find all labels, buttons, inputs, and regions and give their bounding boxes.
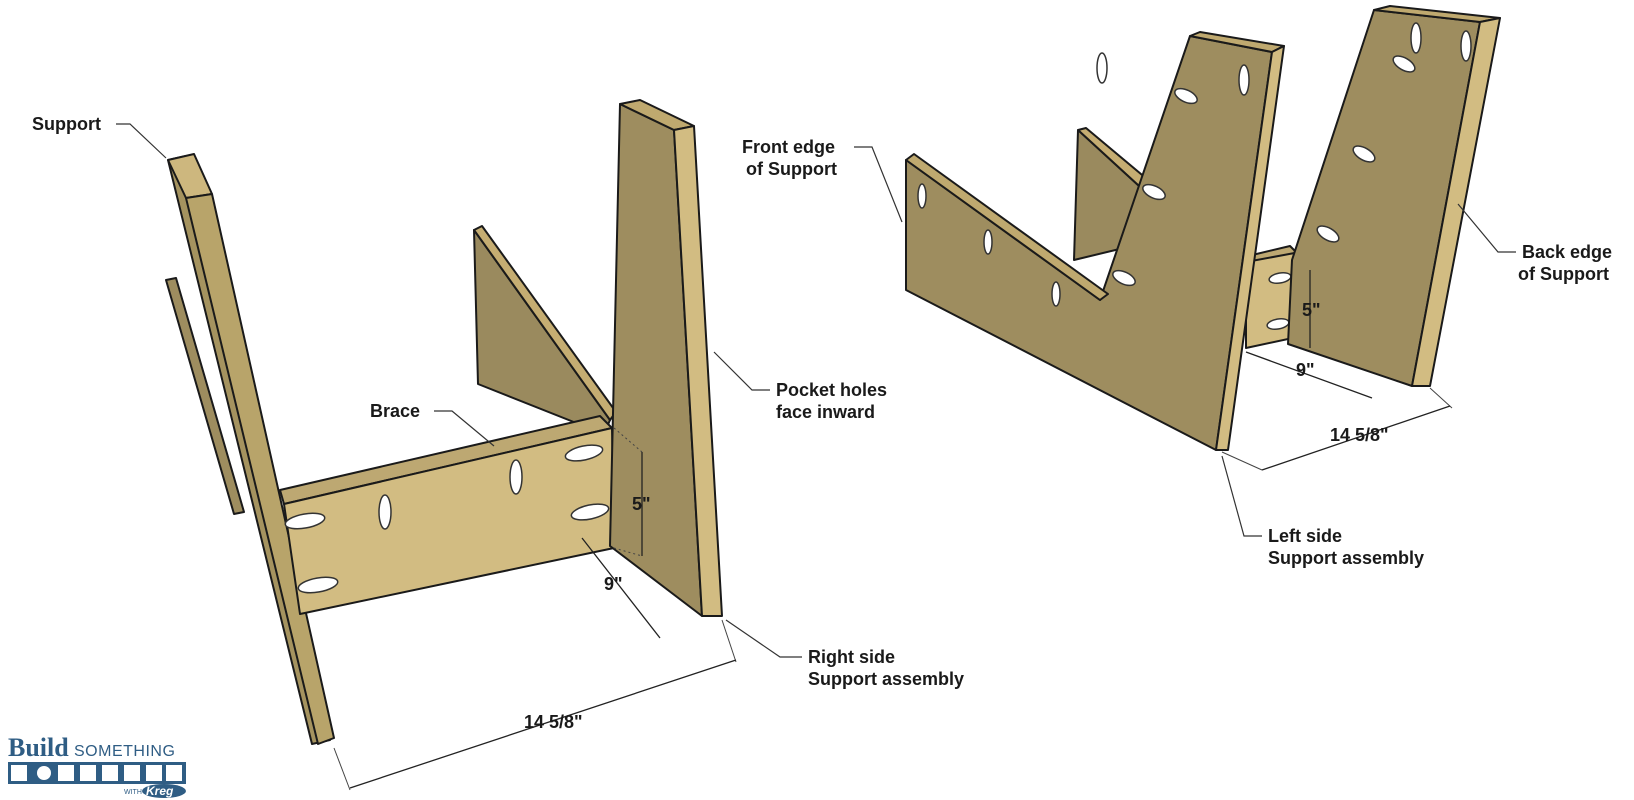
dim-right-height: 5"	[632, 494, 651, 514]
dim-left-width: 14 5/8"	[1330, 425, 1389, 445]
logo-with: WITH	[124, 789, 142, 796]
leader-left-side	[1221, 455, 1262, 537]
dim-left-14-ext-left	[1221, 451, 1263, 471]
front-support-v-top-left	[905, 153, 1109, 301]
back-support-edge	[1411, 17, 1501, 387]
logo-icon-6	[124, 765, 140, 781]
dim-14-ext-left	[333, 747, 351, 791]
logo-build: Build	[8, 733, 69, 762]
label-front-edge-line1: Front edge	[742, 137, 835, 157]
leader-pocket-holes	[713, 351, 770, 391]
dim-left-14-line	[1261, 405, 1451, 471]
left-assembly-annotations: Front edge of Support Back edge of Suppo…	[742, 137, 1612, 568]
back-support-hole-1	[1410, 22, 1422, 54]
dim-9-line	[581, 537, 661, 639]
left-support-edge	[167, 153, 213, 199]
label-left-side-line2: Support assembly	[1268, 548, 1424, 568]
front-support-edge	[673, 125, 723, 617]
dim-14-line	[349, 659, 737, 789]
dim-14-ext-right	[721, 619, 737, 663]
front-support-hole-6	[917, 183, 927, 209]
back-support-hole-5	[1316, 225, 1340, 243]
front-support-v-edge	[1215, 45, 1285, 451]
logo-icon-strip	[8, 762, 186, 784]
logo-icon-saw	[37, 766, 51, 780]
right-side-assembly	[165, 99, 723, 745]
label-left-side-line1: Left side	[1268, 526, 1342, 546]
dim-left-depth: 9"	[1296, 360, 1315, 380]
left-side-assembly	[905, 5, 1501, 451]
dim-5-ext-top	[613, 427, 643, 453]
leader-support	[116, 123, 167, 159]
dim-left-height: 5"	[1302, 300, 1321, 320]
leader-front-edge	[854, 146, 903, 223]
dim-left-14-ext-right	[1429, 387, 1453, 409]
logo-icon-7	[146, 765, 162, 781]
logo-kreg: Kreg	[146, 784, 174, 798]
brace-pocket-hole-5	[564, 444, 604, 462]
front-support-hole-4	[1142, 183, 1166, 201]
leader-back-edge	[1457, 203, 1516, 253]
back-support-hole-3	[1392, 55, 1416, 73]
dim-right-width: 14 5/8"	[524, 712, 583, 732]
label-right-side-line2: Support assembly	[808, 669, 964, 689]
label-pocket-holes-line1: Pocket holes	[776, 380, 887, 400]
brace-pocket-hole-3	[378, 494, 392, 530]
back-support-hole-2	[1460, 30, 1472, 62]
brace-pocket-hole-2	[297, 576, 339, 594]
front-support-hole-5	[1112, 269, 1136, 287]
label-right-side-line1: Right side	[808, 647, 895, 667]
left-support-face	[185, 193, 335, 745]
leader-brace	[434, 410, 495, 447]
label-back-edge-line1: Back edge	[1522, 242, 1612, 262]
logo-icon-1	[11, 765, 27, 781]
front-support-hole-1	[1096, 52, 1108, 84]
logo-icon-8	[166, 765, 182, 781]
front-support-hole-3	[1174, 87, 1198, 105]
logo-kreg-badge	[142, 784, 186, 798]
brace-pocket-hole-6	[570, 503, 610, 521]
label-back-edge-line2: of Support	[1518, 264, 1609, 284]
label-front-edge-line2: of Support	[746, 159, 837, 179]
brace-pocket-hole-1	[284, 512, 326, 530]
left-support-back-board	[165, 277, 245, 515]
dim-left-9-line	[1245, 351, 1373, 399]
logo-icon-5	[102, 765, 118, 781]
front-support-hole-7	[983, 229, 993, 255]
logo-something: SOMETHING	[74, 743, 175, 760]
label-pocket-holes-line2: face inward	[776, 402, 875, 422]
label-brace: Brace	[370, 401, 420, 421]
leader-right-side	[725, 619, 802, 658]
brace-pocket-hole-4	[509, 459, 523, 495]
label-support: Support	[32, 114, 101, 134]
front-support-hole-2	[1238, 64, 1250, 96]
right-assembly-annotations: Support Brace Pocket holes face inward R…	[32, 114, 964, 791]
rear-support-panel	[473, 229, 611, 435]
back-support-hole-4	[1352, 145, 1376, 163]
logo-icon-4	[80, 765, 96, 781]
front-support-hole-8	[1051, 281, 1061, 307]
build-something-logo: Build SOMETHING WITH Kreg	[8, 733, 186, 798]
logo-icon-3	[58, 765, 74, 781]
dim-right-depth: 9"	[604, 574, 623, 594]
